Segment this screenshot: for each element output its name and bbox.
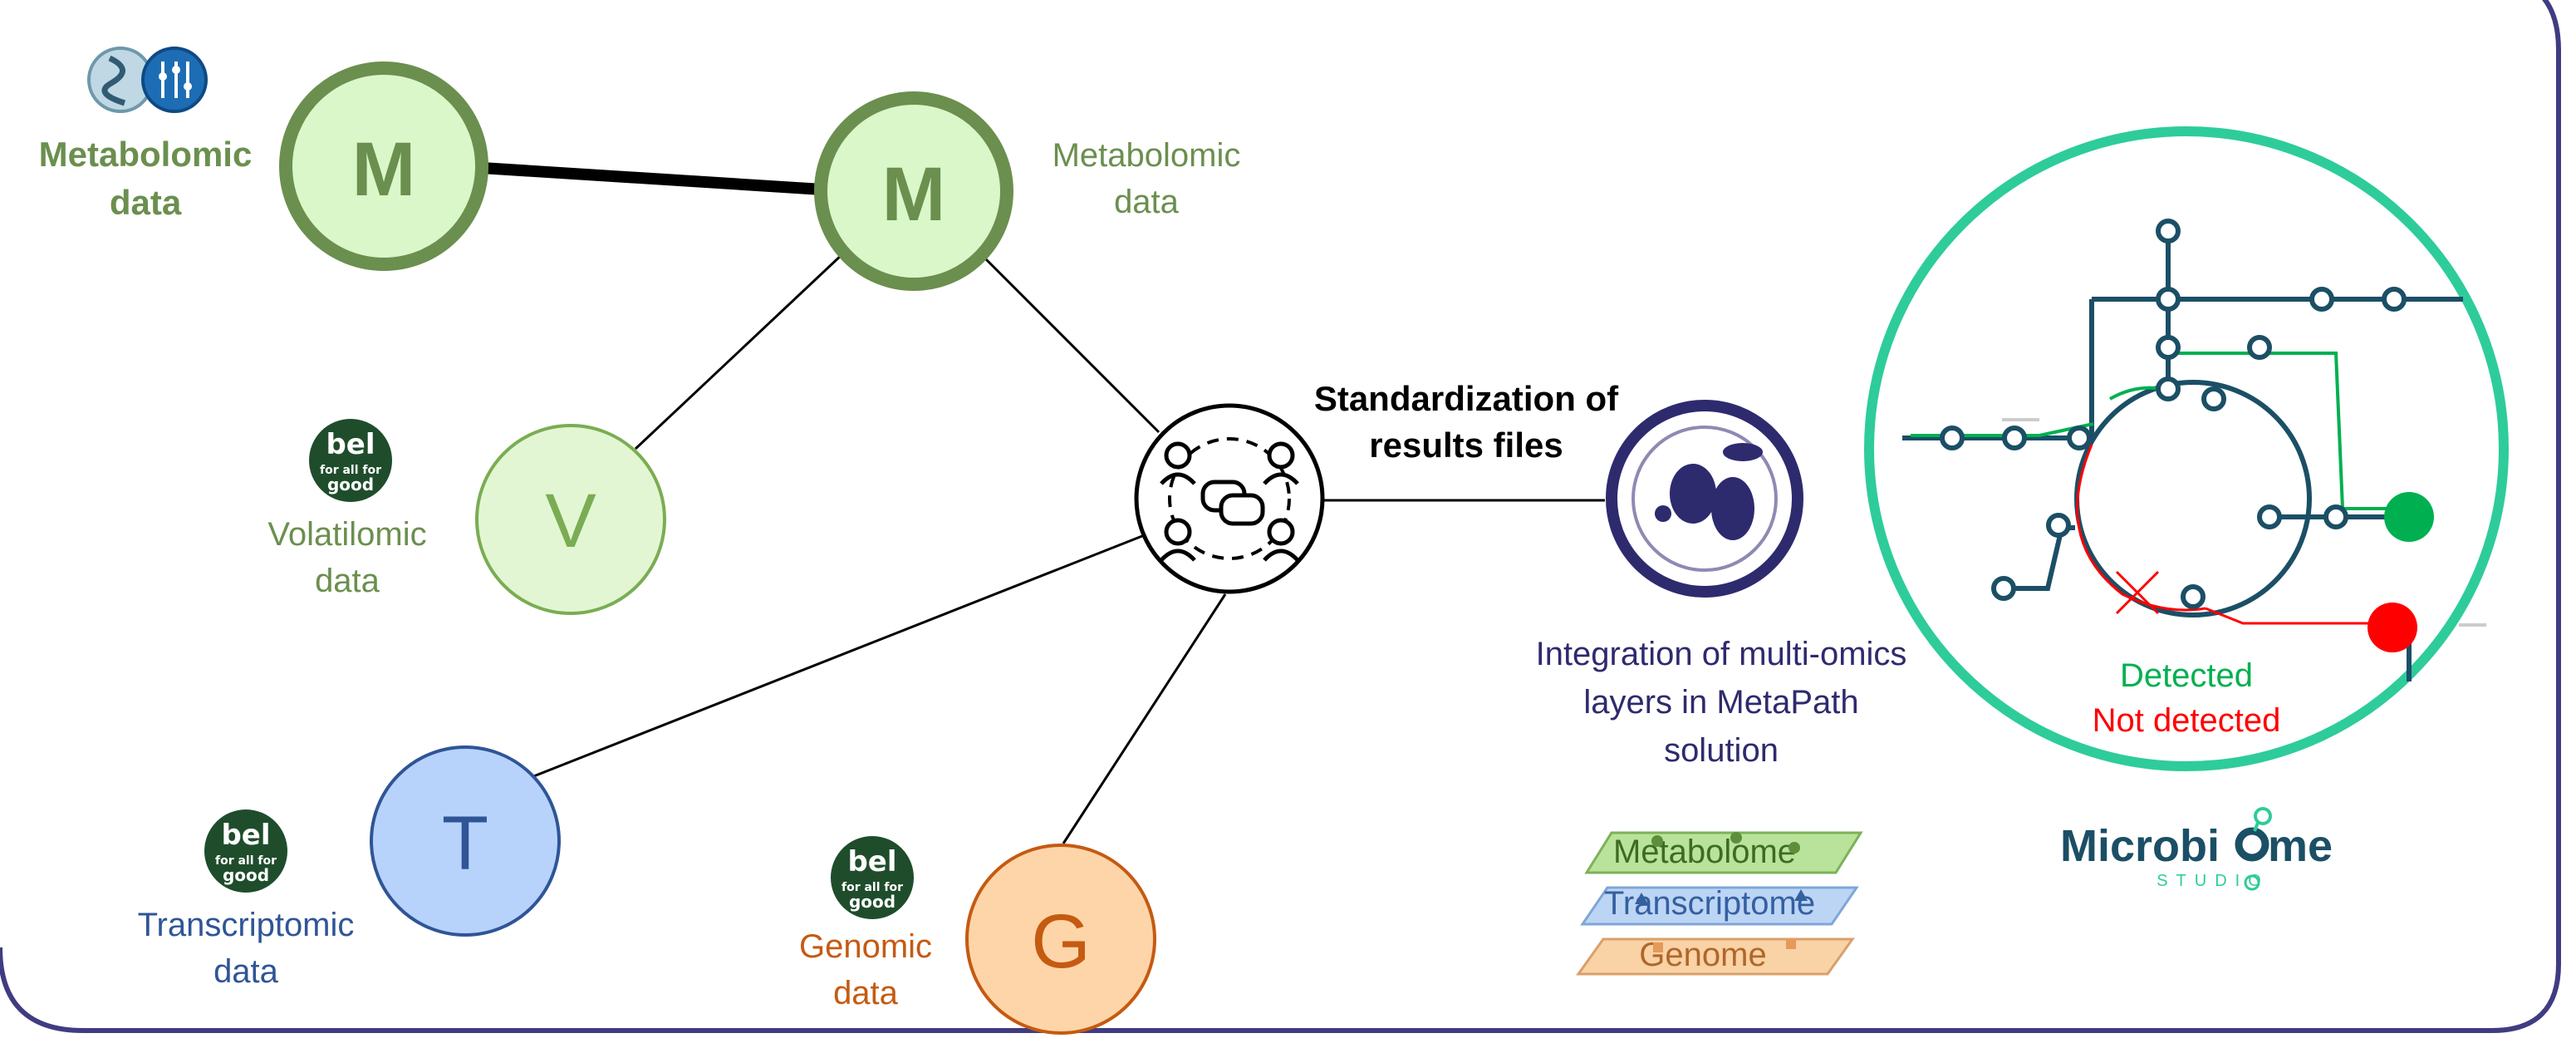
svg-text:Metabolome: Metabolome xyxy=(1613,834,1796,870)
legend-detected: Detected xyxy=(2120,657,2253,694)
metabolomic-node-right xyxy=(814,91,1013,291)
svg-text:for all for: for all for xyxy=(320,464,381,477)
svg-text:bel: bel xyxy=(847,845,896,878)
transcriptomic-node-letter: T xyxy=(442,801,488,886)
edge-metabolomic-volatilomic xyxy=(634,252,845,450)
metapath-label-line2: layers in MetaPath xyxy=(1583,684,1858,721)
metapath-label-line1: Integration of multi-omics xyxy=(1536,636,1907,672)
svg-text:bel: bel xyxy=(221,819,270,852)
outer-frame xyxy=(0,0,2561,1033)
edge-metabolomic-metabolomic xyxy=(481,162,823,195)
detected-marker xyxy=(2384,492,2434,542)
metabolomic-right-label-line2: data xyxy=(1114,184,1180,220)
metabolomic-node-right-letter: M xyxy=(882,152,946,237)
bel-logo: bel for all for good xyxy=(831,836,914,919)
omics-layers-icon: Genome Transcriptome Metabolome xyxy=(1576,831,1863,976)
edge-hub-transcriptomic xyxy=(531,534,1143,779)
not-detected-marker xyxy=(2367,603,2417,652)
transcriptomic-label-line1: Transcriptomic xyxy=(138,907,355,943)
metabolomic-node-left-letter: M xyxy=(352,127,416,212)
collaboration-icon xyxy=(1134,403,1325,594)
volatilomic-label-line2: data xyxy=(315,563,380,599)
metabolomic-right-label-line1: Metabolomic xyxy=(1052,137,1241,174)
genomic-node xyxy=(965,844,1156,1035)
legend-not-detected: Not detected xyxy=(2093,702,2281,739)
metapath-label-line3: solution xyxy=(1664,732,1779,769)
metabolomic-node-left xyxy=(279,62,488,271)
svg-text:Genome: Genome xyxy=(1639,937,1766,973)
microbe-icon xyxy=(1606,400,1803,598)
svg-text:for all for: for all for xyxy=(841,881,903,894)
microbiome-studio-logo: Microbi me STUDIO xyxy=(2060,807,2333,891)
metabolomic-left-label-line2: data xyxy=(110,183,182,222)
svg-text:STUDIO: STUDIO xyxy=(2156,872,2269,890)
svg-text:Microbi: Microbi xyxy=(2060,821,2220,871)
metabolomic-left-label-line1: Metabolomic xyxy=(39,135,253,174)
svg-text:good: good xyxy=(223,865,269,885)
metabolomics-db-icon xyxy=(87,47,208,113)
genomic-label-line2: data xyxy=(833,975,899,1011)
svg-text:good: good xyxy=(849,892,895,912)
pathway-ring xyxy=(1864,126,2509,771)
volatilomic-node xyxy=(475,424,666,615)
transcriptomic-node xyxy=(370,745,561,937)
transcriptomic-label-line2: data xyxy=(213,953,279,990)
edge-hub-genomic xyxy=(1062,593,1227,844)
genomic-label-line1: Genomic xyxy=(799,928,932,965)
edge-metabolomic-hub xyxy=(979,252,1160,434)
bel-logo: bel for all for good xyxy=(309,419,392,502)
svg-text:me: me xyxy=(2268,821,2333,871)
svg-text:bel: bel xyxy=(326,428,375,461)
volatilomic-label-line1: Volatilomic xyxy=(267,516,426,553)
genomic-node-letter: G xyxy=(1031,899,1091,984)
pathway-panel: Detected Not detected xyxy=(1864,126,2509,771)
bel-logo: bel for all for good xyxy=(204,809,287,893)
hub-label-line1: Standardization of xyxy=(1314,379,1619,418)
svg-text:good: good xyxy=(327,475,374,494)
volatilomic-node-letter: V xyxy=(545,479,596,563)
svg-text:for all for: for all for xyxy=(215,854,277,868)
hub-label-line2: results files xyxy=(1369,426,1563,465)
